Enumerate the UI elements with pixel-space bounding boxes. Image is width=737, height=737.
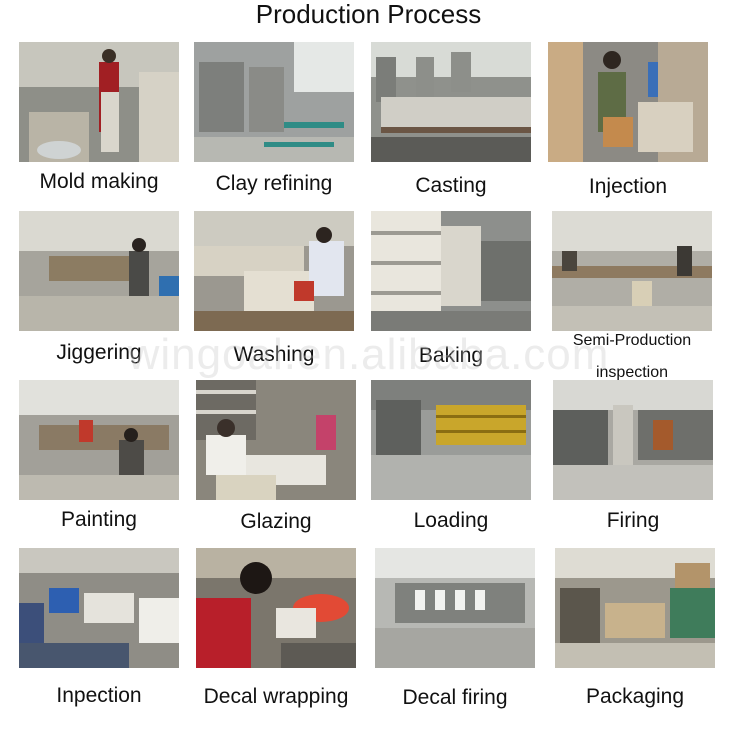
washing-photo (194, 211, 354, 331)
step-label: Baking (418, 344, 484, 367)
step-label: Loading (413, 509, 489, 532)
step-label: Firing (606, 509, 660, 532)
decal-firing-photo (375, 548, 535, 668)
step-painting: Painting (19, 380, 179, 545)
step-baking: Baking (371, 211, 531, 376)
step-label: Decal wrapping (203, 685, 349, 708)
step-label: Mold making (39, 170, 159, 193)
step-decal-wrapping: Decal wrapping (196, 548, 356, 713)
step-clay-refining: Clay refining (194, 42, 354, 207)
step-casting: Casting (371, 42, 531, 207)
baking-photo (371, 211, 531, 331)
mold-making-photo (19, 42, 179, 162)
step-glazing: Glazing (196, 380, 356, 545)
inpection-photo (19, 548, 179, 668)
step-label: Glazing (240, 510, 312, 533)
step-loading: Loading (371, 380, 531, 545)
step-label: Jiggering (56, 341, 142, 364)
step-washing: Washing (194, 211, 354, 376)
step-semi-production-inspection: Semi-Production inspection (552, 211, 712, 381)
decal-wrapping-photo (196, 548, 356, 668)
step-label: Clay refining (215, 172, 333, 195)
step-decal-firing: Decal firing (375, 548, 535, 713)
page-title: Production Process (255, 0, 482, 29)
jiggering-photo (19, 211, 179, 331)
firing-photo (553, 380, 713, 500)
packaging-photo (555, 548, 715, 668)
semi-production-inspection-photo (552, 211, 712, 331)
step-label: Casting (415, 174, 487, 197)
casting-photo (371, 42, 531, 162)
step-mold-making: Mold making (19, 42, 179, 207)
injection-photo (548, 42, 708, 162)
step-firing: Firing (553, 380, 713, 545)
step-label: Washing (233, 343, 315, 366)
step-label: Packaging (585, 685, 685, 708)
step-jiggering: Jiggering (19, 211, 179, 376)
step-packaging: Packaging (555, 548, 715, 713)
loading-photo (371, 380, 531, 500)
step-label: Inpection (56, 684, 142, 707)
step-injection: Injection (548, 42, 708, 207)
step-label: Semi-Production inspection (572, 332, 692, 381)
clay-refining-photo (194, 42, 354, 162)
painting-photo (19, 380, 179, 500)
step-inpection: Inpection (19, 548, 179, 713)
step-label: Injection (588, 175, 668, 198)
step-label: Decal firing (402, 686, 508, 709)
glazing-photo (196, 380, 356, 500)
step-label: Painting (61, 508, 137, 531)
